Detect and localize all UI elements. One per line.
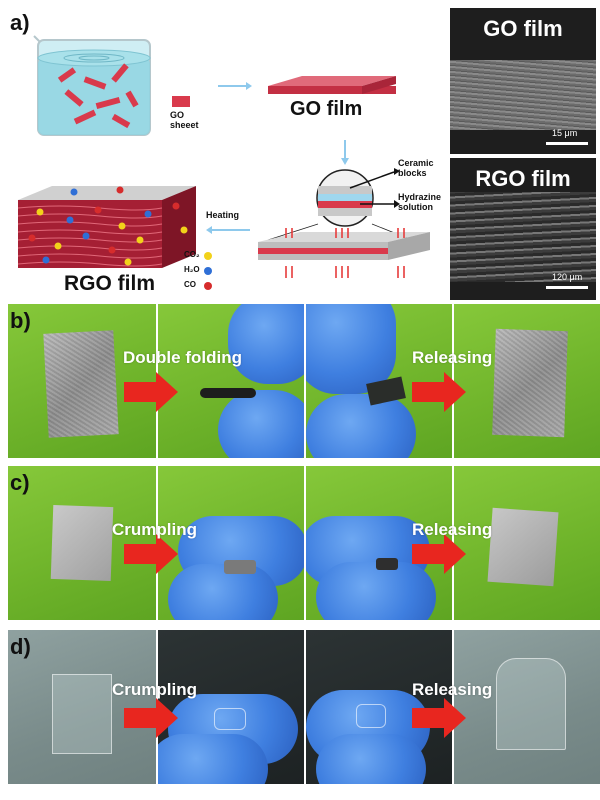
pressed-stack [258,228,430,278]
beaker [33,35,151,136]
panel-c-action-label: Crumpling [112,520,197,539]
h2o-label: H₂O [184,265,200,274]
co-dot [204,282,212,290]
panel-d-label: d) [10,634,31,659]
panel-b-label: b) [10,308,31,333]
arrow-b-right [412,372,466,412]
hydrazine-solution-label: Hydrazine solution [398,192,442,212]
arrow-c-left [124,534,178,574]
go-sheet-label: GO sheeet [170,110,199,130]
sem-go-scale-bar [546,142,588,145]
go-film-label: GO film [290,98,363,120]
panel-b-photo-4 [454,304,600,458]
sem-go-film: GO film 15 μm [450,8,596,154]
co-label: CO [184,280,196,289]
co2-dot [204,252,212,260]
panel-b-photo-1 [8,304,156,458]
panel-d-release-label: Releasing [412,680,493,699]
go-sheet-swatch [172,96,190,107]
co2-label: CO₂ [184,250,200,259]
arrow-b-left [124,372,178,412]
go-film-schematic [268,76,396,94]
panel-c-release-label: Releasing [412,520,493,539]
panel-c-photo-3 [306,466,452,620]
sem-go-title: GO film [483,16,563,41]
arrow-d-right [412,698,466,738]
arrow-d-left [124,698,178,738]
panel-c-photo-2 [158,466,304,620]
panel-a-schematic [17,35,430,290]
sem-rgo-scale-bar [546,286,588,289]
panel-b-photo-3 [306,304,452,458]
panel-c-row [8,466,600,620]
panel-c-photo-4 [454,466,600,620]
ceramic-blocks-label: Ceramic blocks [398,158,434,178]
panel-d-photo-3 [306,630,452,784]
sem-rgo-scale-label: 120 μm [552,272,583,282]
panel-b-photo-2 [158,304,304,458]
panel-d-row [8,630,600,784]
rgo-film-stack [17,186,196,268]
arrow-c-right [412,534,466,574]
panel-a-label: a) [10,10,30,35]
panel-d-photo-2 [158,630,304,784]
panel-b-action-label: Double folding [123,348,242,367]
sem-rgo-title: RGO film [475,166,571,191]
heating-label: Heating [206,210,240,220]
sem-go-scale-label: 15 μm [552,128,578,138]
panel-b-row [8,304,600,458]
panel-c-label: c) [10,470,30,495]
rgo-film-label: RGO film [64,272,156,295]
panel-c-photo-1 [8,466,156,620]
h2o-dot [204,267,212,275]
panel-d-photo-4 [454,630,600,784]
sem-rgo-film: RGO film 120 μm [450,158,596,300]
panel-b-release-label: Releasing [412,348,493,367]
panel-d-action-label: Crumpling [112,680,197,699]
panel-d-photo-1 [8,630,156,784]
